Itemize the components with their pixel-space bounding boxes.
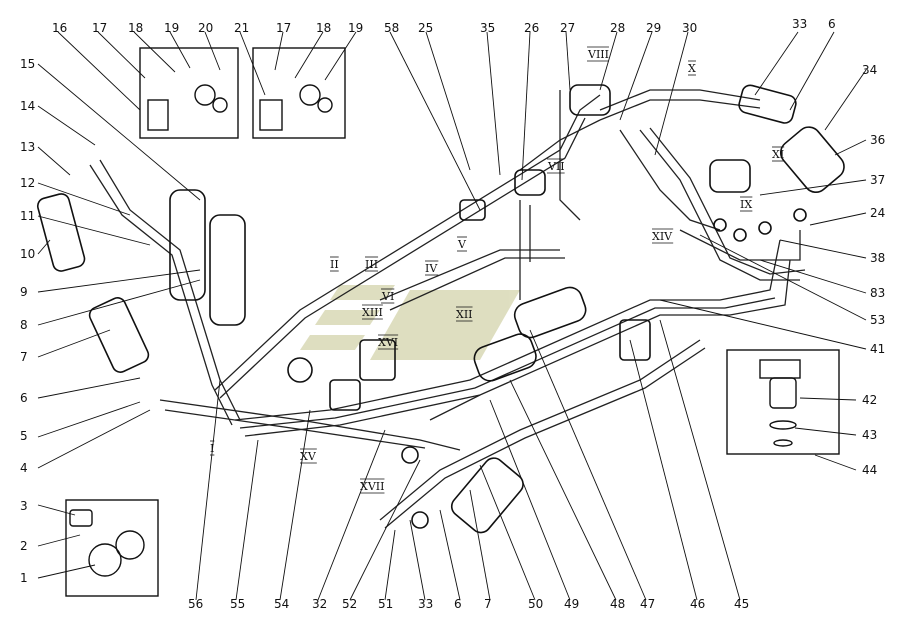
callout-number: 83 — [870, 286, 885, 300]
callout-number: 36 — [870, 133, 885, 147]
callout-number: 17 — [276, 21, 291, 35]
callout-number: 37 — [870, 173, 885, 187]
callout-number: 11 — [20, 209, 35, 223]
callout-number: 47 — [640, 597, 655, 611]
callout-number: 52 — [342, 597, 357, 611]
callout-number: 13 — [20, 140, 35, 154]
callout-number: 18 — [316, 21, 331, 35]
section-marker: X — [688, 62, 696, 75]
callout-number: 51 — [378, 597, 393, 611]
callout-number: 38 — [870, 251, 885, 265]
callout-number: 19 — [164, 21, 179, 35]
callout-number: 30 — [682, 21, 697, 35]
section-marker: VI — [381, 290, 394, 303]
callout-number: 12 — [20, 176, 35, 190]
callout-number: 33 — [792, 17, 807, 31]
leader-lines — [37, 31, 867, 601]
section-marker: XI — [772, 148, 784, 161]
watermark-logo — [300, 285, 520, 360]
section-marker: I — [210, 442, 214, 455]
callout-number: 28 — [610, 21, 625, 35]
callout-number: 21 — [234, 21, 249, 35]
callout-number: 54 — [274, 597, 289, 611]
callout-number: 15 — [20, 57, 35, 71]
callout-number: 8 — [20, 318, 28, 332]
callout-number: 53 — [870, 313, 885, 327]
inset-boxes — [65, 47, 840, 597]
callout-number: 9 — [20, 285, 28, 299]
section-marker: XVI — [378, 336, 398, 349]
callout-number: 50 — [528, 597, 543, 611]
section-marker: II — [330, 258, 339, 271]
callout-number: 25 — [418, 21, 433, 35]
callout-number: 56 — [188, 597, 203, 611]
section-marker: XIV — [652, 230, 673, 243]
callout-number: 34 — [862, 63, 877, 77]
callout-number: 3 — [20, 499, 28, 513]
callout-number: 24 — [870, 206, 885, 220]
callout-number: 49 — [564, 597, 579, 611]
section-marker: IV — [425, 262, 438, 275]
callout-number: 14 — [20, 99, 35, 113]
section-marker: XVII — [360, 480, 384, 493]
callout-number: 20 — [198, 21, 213, 35]
callout-number: 6 — [454, 597, 462, 611]
callout-number: 1 — [20, 571, 28, 585]
section-marker: IX — [740, 198, 752, 211]
callout-number: 29 — [646, 21, 661, 35]
callout-number: 46 — [690, 597, 705, 611]
section-marker: XII — [456, 308, 473, 321]
callout-number: 35 — [480, 21, 495, 35]
section-marker: III — [365, 258, 378, 271]
callout-number: 55 — [230, 597, 245, 611]
callout-number: 58 — [384, 21, 399, 35]
callout-number: 4 — [20, 461, 28, 475]
section-marker: V — [457, 238, 467, 251]
callout-number: 6 — [828, 17, 836, 31]
callout-number: 17 — [92, 21, 107, 35]
callout-number: 18 — [128, 21, 143, 35]
callout-number: 44 — [862, 463, 877, 477]
callout-number: 19 — [348, 21, 363, 35]
callout-number: 5 — [20, 429, 28, 443]
callout-number: 42 — [862, 393, 877, 407]
callout-number: 32 — [312, 597, 327, 611]
callout-number: 48 — [610, 597, 625, 611]
callout-number: 41 — [870, 342, 885, 356]
callout-number: 26 — [524, 21, 539, 35]
callout-number: 7 — [484, 597, 492, 611]
callout-number: 10 — [20, 247, 35, 261]
callout-number: 16 — [52, 21, 67, 35]
callout-number: 7 — [20, 350, 28, 364]
section-marker: VIII — [587, 48, 609, 61]
callout-number: 45 — [734, 597, 749, 611]
callout-number: 6 — [20, 391, 28, 405]
components — [36, 84, 845, 534]
section-marker: XIII — [362, 306, 383, 319]
section-marker: VII — [547, 160, 565, 173]
callout-number: 27 — [560, 21, 575, 35]
callout-number: 2 — [20, 539, 28, 553]
section-marker: XV — [300, 450, 317, 463]
pipe-lines — [89, 89, 806, 529]
callout-number: 33 — [418, 597, 433, 611]
callout-number: 43 — [862, 428, 877, 442]
